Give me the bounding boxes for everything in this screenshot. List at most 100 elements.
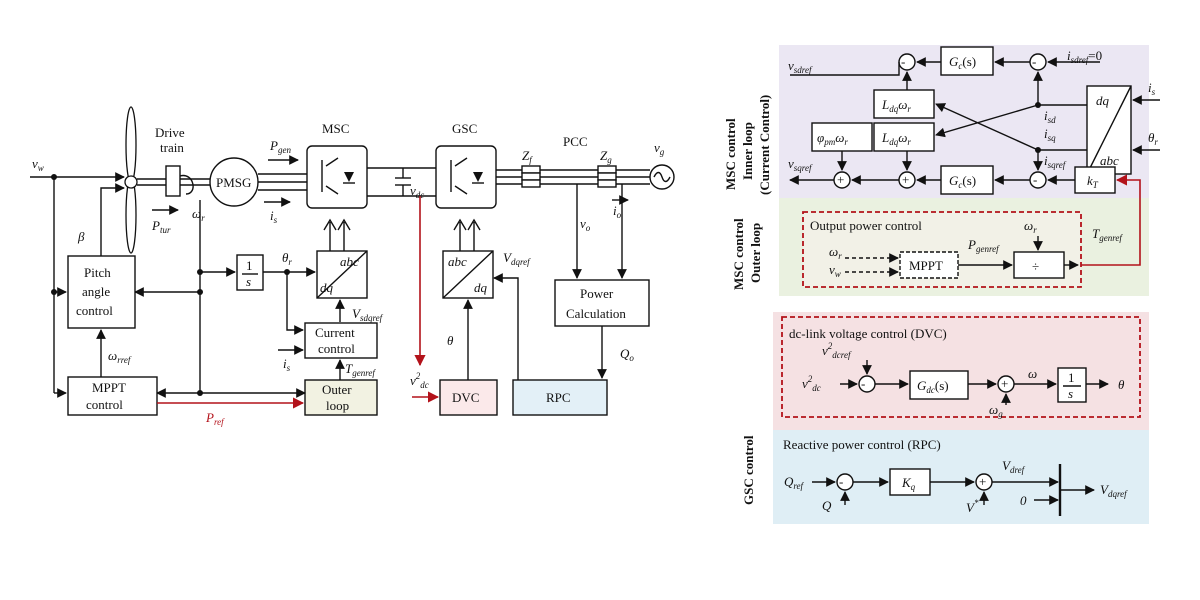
- red-line-tgenref: [1081, 174, 1141, 266]
- label-dvc-title: dc-link voltage control (DVC): [789, 326, 947, 341]
- label-gsc-dq: dq: [474, 280, 488, 295]
- label-msc-outer-2: Outer loop: [748, 223, 763, 283]
- label-theta-r: θr: [282, 250, 292, 267]
- label-zg: Zg: [600, 148, 612, 165]
- label-theta-right: θ: [1118, 377, 1125, 392]
- line-theta-to-current: [286, 272, 304, 335]
- arrow-gsc-up-b: [467, 218, 481, 251]
- label-pgen: Pgen: [269, 138, 291, 155]
- kq-block: [889, 468, 931, 496]
- label-isd: isd: [1044, 108, 1056, 125]
- label-pref: Pref: [205, 410, 225, 427]
- line-cross-2: [935, 103, 1039, 151]
- label-angle: angle: [82, 284, 110, 299]
- label-kt: kT: [1087, 173, 1099, 190]
- label-omega-r-in: ωr: [829, 244, 842, 261]
- left-system-diagram: vw Drive train PMSG Ptur ωr Pgen is: [30, 106, 675, 427]
- label-io: io: [613, 203, 622, 220]
- label-zf: Zf: [522, 148, 533, 165]
- label-v2dc: v2dc: [410, 371, 429, 390]
- drive-train-block: [165, 165, 181, 197]
- label-vsqref: vsqref: [788, 156, 813, 173]
- outer-loop-block: [304, 379, 378, 416]
- label-vsdref: vsdref: [788, 58, 813, 75]
- label-gc-top: Gc(s): [949, 54, 976, 71]
- arrow-msc-up-b: [337, 218, 351, 251]
- integrator-block: [236, 254, 264, 291]
- label-vdqref: Vdqref: [503, 250, 531, 267]
- ldq-block-upper: [873, 89, 935, 119]
- label-right-is: is: [1148, 80, 1156, 97]
- ldq-block-lower: [873, 122, 935, 152]
- label-right-abc: abc: [1100, 153, 1119, 168]
- label-vw-in: vw: [829, 262, 841, 279]
- label-right-dq: dq: [1096, 93, 1110, 108]
- label-qref: Qref: [784, 474, 805, 491]
- label-omega-rref: ωrref: [108, 348, 132, 365]
- label-vsdqref: Vsdqref: [352, 306, 384, 323]
- arrow-gsc-up-a: [453, 218, 467, 251]
- dvc-block: [439, 379, 498, 416]
- power-calculation-block: [554, 279, 650, 327]
- sum-sign-b2: +: [902, 172, 909, 187]
- label-theta: θ: [447, 333, 454, 348]
- label-mppt: MPPT: [92, 380, 126, 395]
- label-msc-inner-2: Inner loop: [740, 122, 755, 180]
- label-ldq-upper: Ldqωr: [881, 97, 911, 114]
- label-msc-outer-1: MSC control: [731, 218, 746, 290]
- gc-top-block: [940, 46, 994, 76]
- label-q: Q: [822, 498, 832, 513]
- label-omega: ω: [1028, 366, 1037, 381]
- label-int-num: 1: [246, 258, 253, 273]
- sum-sign-rpc: -: [839, 474, 843, 489]
- gsc-converter: [435, 145, 497, 209]
- line-vsdref: [790, 62, 900, 76]
- label-vdqref-right: Vdqref: [1100, 482, 1128, 499]
- label-loop: loop: [326, 398, 349, 413]
- label-rpc: RPC: [546, 390, 571, 405]
- label-mppt-control: control: [86, 397, 123, 412]
- gdc-block: [909, 370, 969, 400]
- label-msc-inner-3: (Current Control): [757, 95, 772, 195]
- mppt-block-right: [899, 251, 959, 279]
- rpc-bg: [773, 430, 1149, 524]
- label-pcc: PCC: [563, 134, 588, 149]
- label-ldq-lower: Ldqωr: [881, 130, 911, 147]
- label-drive: Drive: [155, 125, 185, 140]
- msc-outer-bg: [779, 198, 1149, 296]
- label-pgenref: Pgenref: [967, 237, 1000, 254]
- mppt-control-block: [67, 376, 158, 416]
- label-right-theta-r: θr: [1148, 130, 1158, 147]
- label-outer: Outer: [322, 382, 352, 397]
- node-omega-272: [197, 269, 203, 275]
- label-is: is: [270, 208, 278, 225]
- label-isq: isq: [1044, 126, 1056, 143]
- phi-block: [811, 122, 873, 152]
- msc-converter: [306, 145, 368, 209]
- label-kq: Kq: [901, 475, 916, 492]
- line-vdqref: [493, 273, 519, 380]
- label-gdc: Gdc(s): [917, 378, 949, 395]
- sum-sign-dvc: -: [861, 376, 865, 391]
- zf-impedance: [521, 165, 541, 188]
- label-pmsg: PMSG: [216, 175, 251, 190]
- label-msc-abc: abc: [340, 254, 359, 269]
- label-vo: vo: [580, 216, 591, 233]
- label-control: control: [318, 341, 355, 356]
- igbt-icon-gsc: [450, 157, 484, 195]
- label-omega-g: ωg: [989, 402, 1003, 419]
- label-isqref: isqref: [1044, 153, 1067, 170]
- label-power: Power: [580, 286, 614, 301]
- sum-sign-vd: +: [979, 474, 986, 489]
- label-v2dc-right: v2dc: [802, 374, 821, 393]
- wind-turbine-icon: [124, 106, 138, 254]
- label-msc: MSC: [322, 121, 349, 136]
- label-current: Current: [315, 325, 355, 340]
- label-tgenref: Tgenref: [345, 361, 376, 378]
- label-vstar: V*: [966, 498, 979, 515]
- label-calculation: Calculation: [566, 306, 626, 321]
- label-beta: β: [77, 229, 85, 244]
- gsc-dq-diagonal: [442, 250, 494, 299]
- label-vg: vg: [654, 140, 665, 157]
